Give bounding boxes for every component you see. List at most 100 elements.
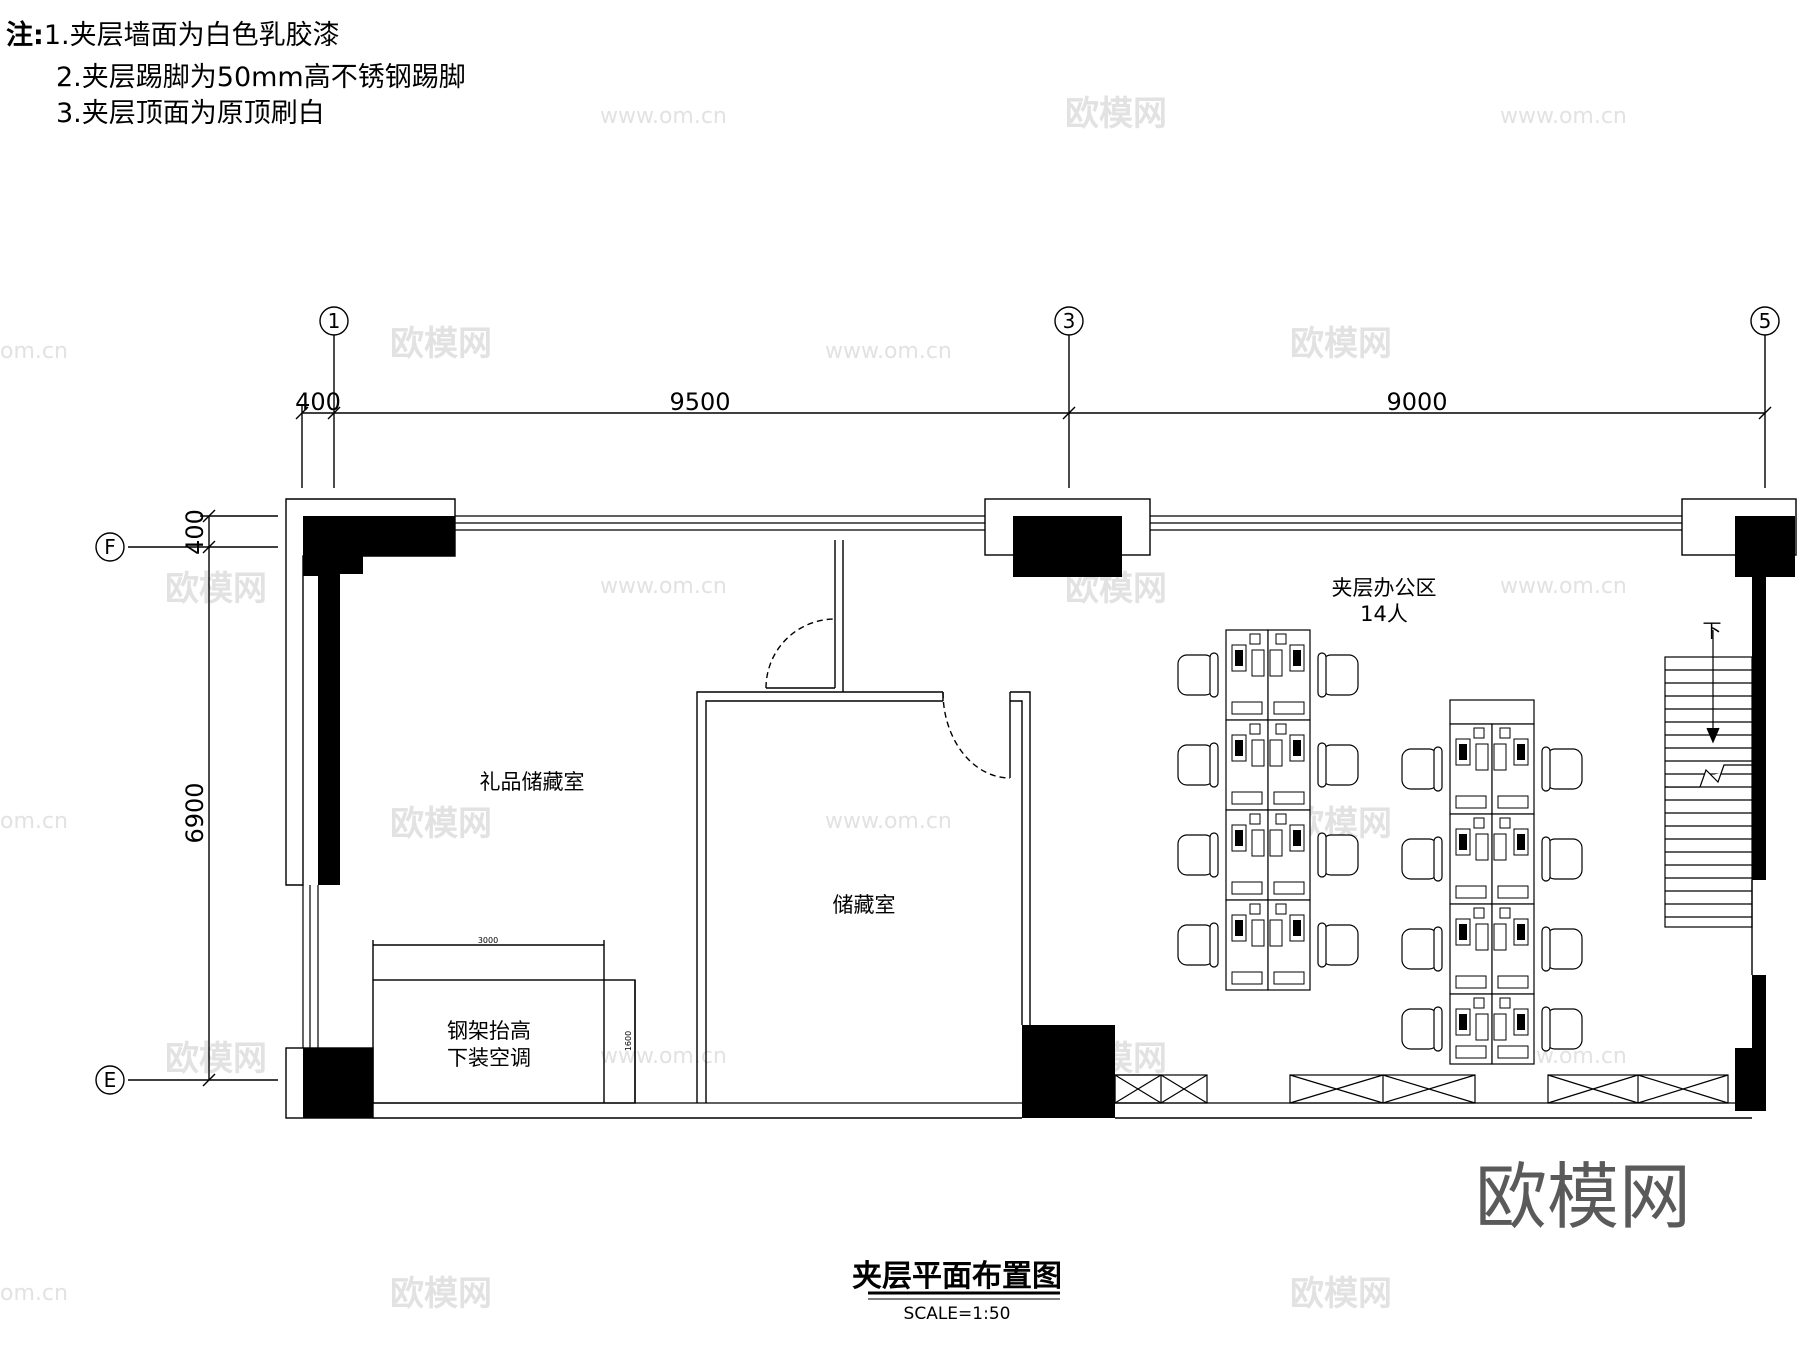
watermark-brand: 欧模网 bbox=[390, 324, 492, 364]
phone bbox=[1249, 813, 1261, 825]
phone bbox=[1499, 727, 1511, 739]
right-wall-upper bbox=[1752, 577, 1766, 880]
monitor-screen bbox=[1293, 920, 1301, 936]
watermark-brand: 欧模网 bbox=[1290, 1274, 1392, 1314]
office-chair bbox=[1401, 1006, 1443, 1052]
note-line-3: 3.夹层顶面为原顶刷白 bbox=[56, 98, 325, 129]
keyboard bbox=[1475, 923, 1489, 951]
watermark-brand: 欧模网 bbox=[390, 804, 492, 844]
chair-back bbox=[1209, 742, 1219, 788]
chair-back bbox=[1433, 836, 1443, 882]
dimension-tick bbox=[202, 540, 216, 554]
drawer bbox=[1497, 1045, 1529, 1059]
drawer bbox=[1497, 975, 1529, 989]
chair-back bbox=[1317, 652, 1327, 698]
axis-bubble-5 bbox=[1750, 306, 1780, 336]
chair-seat bbox=[1177, 834, 1215, 876]
watermark-layer: 欧模网 欧模网 欧模网 欧模网 欧模网 欧模网 欧模网 欧模网 欧模网 欧模网 … bbox=[0, 94, 1627, 1314]
watermark-url: om.cn bbox=[0, 339, 68, 364]
chair-back bbox=[1317, 922, 1327, 968]
chair-back bbox=[1209, 832, 1219, 878]
chair-seat bbox=[1545, 838, 1583, 880]
axis-label-F: F bbox=[104, 535, 116, 559]
monitor-screen bbox=[1459, 1014, 1467, 1030]
monitor bbox=[1289, 734, 1305, 762]
desk-workstation bbox=[1491, 813, 1535, 905]
chair-back bbox=[1541, 746, 1551, 792]
phone bbox=[1249, 633, 1261, 645]
keyboard bbox=[1493, 833, 1507, 861]
keyboard bbox=[1493, 923, 1507, 951]
column-bottom-middle bbox=[1022, 1025, 1115, 1118]
monitor-screen bbox=[1459, 924, 1467, 940]
drawer bbox=[1455, 795, 1487, 809]
office-furniture bbox=[1177, 629, 1583, 1065]
chair-seat bbox=[1401, 928, 1439, 970]
keyboard bbox=[1475, 1013, 1489, 1041]
chair-seat bbox=[1401, 1008, 1439, 1050]
office-chair bbox=[1541, 1006, 1583, 1052]
keyboard bbox=[1251, 739, 1265, 767]
phone bbox=[1473, 727, 1485, 739]
stair-outline bbox=[1664, 656, 1753, 928]
axis-bubble-1 bbox=[319, 306, 349, 336]
monitor bbox=[1455, 918, 1471, 946]
platform-depth-dim: 1600 bbox=[624, 1031, 633, 1051]
chair-back bbox=[1433, 746, 1443, 792]
keyboard bbox=[1269, 739, 1283, 767]
chair-back bbox=[1317, 832, 1327, 878]
keyboard bbox=[1493, 1013, 1507, 1041]
keyboard bbox=[1251, 919, 1265, 947]
column-axis-5 bbox=[1735, 516, 1795, 577]
axis-label-3: 3 bbox=[1063, 309, 1076, 333]
chair-seat bbox=[1401, 748, 1439, 790]
monitor bbox=[1513, 1008, 1529, 1036]
phone bbox=[1499, 817, 1511, 829]
chair-back bbox=[1541, 1006, 1551, 1052]
room-label-capacity: 14人 bbox=[1360, 602, 1408, 626]
desk-workstation bbox=[1225, 719, 1269, 811]
office-chair bbox=[1317, 922, 1359, 968]
phone bbox=[1473, 997, 1485, 1009]
phone bbox=[1499, 997, 1511, 1009]
dim-top-9000: 9000 bbox=[1386, 388, 1447, 416]
keyboard bbox=[1475, 743, 1489, 771]
phone bbox=[1275, 723, 1287, 735]
office-chair bbox=[1177, 922, 1219, 968]
column-top-left bbox=[303, 516, 455, 885]
monitor-screen bbox=[1517, 1014, 1525, 1030]
phone bbox=[1275, 633, 1287, 645]
watermark-url: www.om.cn bbox=[600, 574, 727, 599]
monitor bbox=[1513, 918, 1529, 946]
steel-platform bbox=[372, 940, 636, 1104]
desk-top bbox=[1449, 993, 1493, 1065]
watermark-brand: 欧模网 bbox=[1065, 94, 1167, 134]
desk-workstation bbox=[1225, 809, 1269, 901]
monitor bbox=[1231, 734, 1247, 762]
watermark-url: www.om.cn bbox=[825, 339, 952, 364]
right-wall-lower bbox=[1752, 975, 1766, 1048]
desk-workstation bbox=[1225, 899, 1269, 991]
monitor bbox=[1513, 738, 1529, 766]
notes-block: 注:1.夹层墙面为白色乳胶漆 bbox=[6, 21, 340, 51]
office-chair bbox=[1317, 742, 1359, 788]
note-line-2: 2.夹层踢脚为50mm高不锈钢踢脚 bbox=[56, 62, 466, 93]
desk-top bbox=[1491, 993, 1535, 1065]
chair-back bbox=[1541, 926, 1551, 972]
dimension-lines bbox=[128, 335, 1772, 1087]
monitor bbox=[1289, 914, 1305, 942]
desk-workstation bbox=[1449, 813, 1493, 905]
room-label-gift-storage: 礼品储藏室 bbox=[480, 770, 585, 794]
chair-seat bbox=[1177, 744, 1215, 786]
desk-workstation bbox=[1267, 899, 1311, 991]
axis-bubble-3 bbox=[1054, 306, 1084, 336]
phone bbox=[1275, 903, 1287, 915]
chair-seat bbox=[1177, 654, 1215, 696]
drawing-scale: SCALE=1:50 bbox=[904, 1304, 1011, 1324]
room-label-office: 夹层办公区 bbox=[1332, 576, 1437, 600]
desk-workstation bbox=[1449, 903, 1493, 995]
keyboard bbox=[1251, 649, 1265, 677]
watermark-brand: 欧模网 bbox=[165, 1039, 267, 1079]
drawer bbox=[1231, 701, 1263, 715]
